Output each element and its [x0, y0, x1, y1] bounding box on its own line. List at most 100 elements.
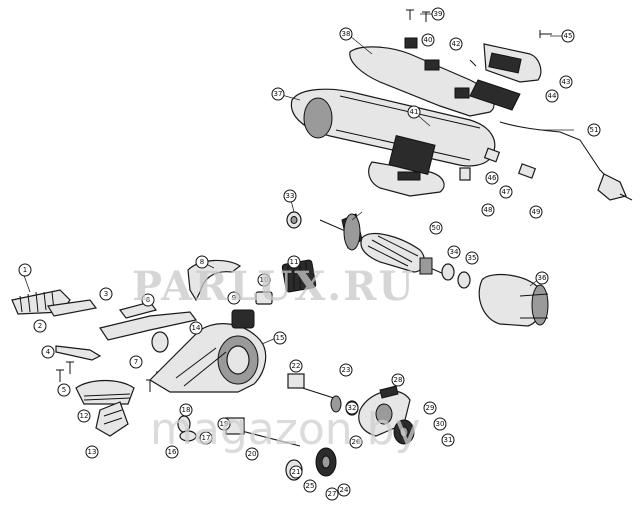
- svg-text:34: 34: [450, 248, 459, 256]
- callout-6: 6: [141, 293, 155, 307]
- svg-text:26: 26: [352, 438, 361, 446]
- svg-text:35: 35: [468, 254, 477, 262]
- comb-guard: [75, 379, 135, 437]
- svg-text:40: 40: [424, 36, 433, 44]
- svg-text:1: 1: [23, 266, 27, 274]
- callout-45: 45: [561, 29, 575, 43]
- svg-text:49: 49: [532, 208, 541, 216]
- svg-text:50: 50: [432, 224, 441, 232]
- callout-13: 13: [85, 445, 99, 459]
- callout-29: 29: [423, 401, 437, 415]
- callout-15: 15: [273, 331, 287, 345]
- svg-text:11: 11: [290, 258, 299, 266]
- svg-text:15: 15: [276, 334, 285, 342]
- gears-lower: [177, 400, 415, 477]
- callout-17: 17: [199, 431, 213, 445]
- svg-text:17: 17: [202, 434, 211, 442]
- svg-text:16: 16: [168, 448, 177, 456]
- svg-text:41: 41: [410, 108, 419, 116]
- callout-51: 51: [587, 123, 601, 137]
- callout-2: 2: [33, 319, 47, 333]
- svg-text:10: 10: [260, 276, 269, 284]
- callout-30: 30: [433, 417, 447, 431]
- callout-26: 26: [349, 435, 363, 449]
- switch-plate: [469, 43, 542, 111]
- callout-41: 41: [407, 105, 421, 119]
- svg-text:19: 19: [220, 420, 229, 428]
- watermark-primary: PARLUX.RU: [132, 263, 415, 310]
- callout-10: 10: [257, 273, 271, 287]
- svg-text:3: 3: [104, 290, 108, 298]
- callout-9: 9: [227, 291, 241, 305]
- callout-34: 34: [447, 245, 461, 259]
- callout-markers: 1 2 3 4 5 6 7 8 9 10 11 12 13 14 15 16 1…: [18, 7, 601, 501]
- roller-and-bearing: [151, 259, 317, 353]
- bottom-cover: [368, 135, 445, 197]
- svg-text:18: 18: [182, 406, 191, 414]
- callout-39: 39: [431, 7, 445, 21]
- blade-set: [11, 289, 98, 317]
- callout-33: 33: [283, 189, 297, 203]
- svg-text:7: 7: [134, 358, 138, 366]
- svg-text:25: 25: [306, 482, 315, 490]
- callout-49: 49: [529, 205, 543, 219]
- svg-text:24: 24: [340, 486, 349, 494]
- svg-text:23: 23: [342, 366, 351, 374]
- svg-text:29: 29: [426, 404, 435, 412]
- svg-text:46: 46: [488, 174, 497, 182]
- svg-text:43: 43: [562, 78, 571, 86]
- svg-text:8: 8: [200, 258, 204, 266]
- power-cord: [499, 121, 633, 201]
- callout-4: 4: [41, 345, 55, 359]
- svg-text:48: 48: [484, 206, 493, 214]
- callout-5: 5: [57, 383, 71, 397]
- svg-text:32: 32: [348, 404, 357, 412]
- svg-text:30: 30: [436, 420, 445, 428]
- callout-25: 25: [303, 479, 317, 493]
- callout-46: 46: [485, 171, 499, 185]
- callout-31: 31: [441, 433, 455, 447]
- callout-18: 18: [179, 403, 193, 417]
- svg-text:12: 12: [80, 412, 89, 420]
- svg-text:9: 9: [232, 294, 236, 302]
- callout-1: 1: [18, 263, 32, 277]
- callout-11: 11: [287, 255, 301, 269]
- callout-42: 42: [449, 37, 463, 51]
- field-coil: [478, 273, 549, 327]
- svg-text:47: 47: [502, 188, 511, 196]
- callout-28: 28: [391, 373, 405, 387]
- svg-text:37: 37: [274, 90, 283, 98]
- callout-27: 27: [325, 487, 339, 501]
- gear-housing: [149, 323, 267, 393]
- callout-43: 43: [559, 75, 573, 89]
- callout-40: 40: [421, 33, 435, 47]
- svg-text:2: 2: [38, 322, 42, 330]
- svg-text:27: 27: [328, 490, 337, 498]
- callout-44: 44: [545, 89, 559, 103]
- watermark-secondary: magazon.by: [150, 404, 421, 455]
- svg-text:39: 39: [434, 10, 443, 18]
- callout-23: 23: [339, 363, 353, 377]
- svg-text:36: 36: [538, 274, 547, 282]
- svg-text:22: 22: [292, 362, 301, 370]
- callout-14: 14: [189, 321, 203, 335]
- callout-19: 19: [217, 417, 231, 431]
- svg-text:6: 6: [146, 296, 151, 304]
- callout-37: 37: [271, 87, 285, 101]
- svg-text:42: 42: [452, 40, 461, 48]
- callout-35: 35: [465, 251, 479, 265]
- svg-text:13: 13: [88, 448, 97, 456]
- callout-3: 3: [99, 287, 113, 301]
- svg-text:33: 33: [286, 192, 295, 200]
- svg-text:45: 45: [564, 32, 573, 40]
- callout-32: 32: [345, 401, 359, 415]
- svg-text:5: 5: [62, 386, 66, 394]
- svg-text:4: 4: [46, 348, 51, 356]
- callout-16: 16: [165, 445, 179, 459]
- callout-8: 8: [195, 255, 209, 269]
- callout-21: 21: [289, 465, 303, 479]
- small-hardware-top: [406, 9, 552, 181]
- callout-47: 47: [499, 185, 513, 199]
